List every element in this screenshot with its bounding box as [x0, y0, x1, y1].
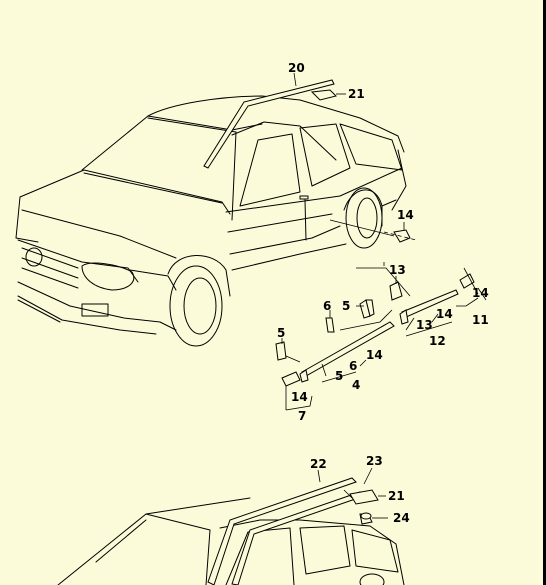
callout-20: 20: [288, 61, 305, 75]
callout-5: 5: [335, 369, 343, 383]
callout-14: 14: [397, 208, 414, 222]
callout-14: 14: [366, 348, 383, 362]
part-22-23-roof-rails: [207, 467, 373, 585]
sedan-car-drawing: [15, 95, 407, 347]
part-4-molding: [299, 321, 395, 383]
callout-7: 7: [298, 409, 306, 423]
part-11-molding: [456, 267, 487, 307]
callout-13: 13: [389, 263, 406, 277]
callout-11: 11: [472, 313, 489, 327]
callout-14: 14: [436, 307, 453, 321]
callout-21: 21: [388, 489, 405, 503]
part-20-roof-trim: [203, 72, 335, 169]
callout-14: 14: [291, 390, 308, 404]
part-14-clip: [329, 219, 417, 243]
callout-5: 5: [277, 326, 285, 340]
callout-4: 4: [352, 378, 360, 392]
callout-22: 22: [310, 457, 327, 471]
callout-6: 6: [323, 299, 331, 313]
callout-23: 23: [366, 454, 383, 468]
part-12-molding: [399, 289, 459, 337]
callout-21: 21: [348, 87, 365, 101]
callout-24: 24: [393, 511, 410, 525]
frame-right-border: [543, 0, 546, 585]
callout-labels: 20 21 14 13 14 11 6 5 14 13 12 5 14 6 5 …: [277, 61, 489, 525]
wagon-car-drawing: [57, 497, 405, 585]
part-7-molding: [281, 371, 313, 411]
part-13-clip: [356, 262, 411, 301]
callout-13: 13: [416, 318, 433, 332]
part-21-clip: [310, 89, 346, 101]
part-21-24-clips: [343, 489, 388, 525]
part-5-6-clips-middle: [325, 299, 393, 333]
callout-14: 14: [472, 286, 489, 300]
callout-6: 6: [349, 359, 357, 373]
callout-12: 12: [429, 334, 446, 348]
callout-5: 5: [342, 299, 350, 313]
part-5-clip-left: [275, 338, 301, 363]
